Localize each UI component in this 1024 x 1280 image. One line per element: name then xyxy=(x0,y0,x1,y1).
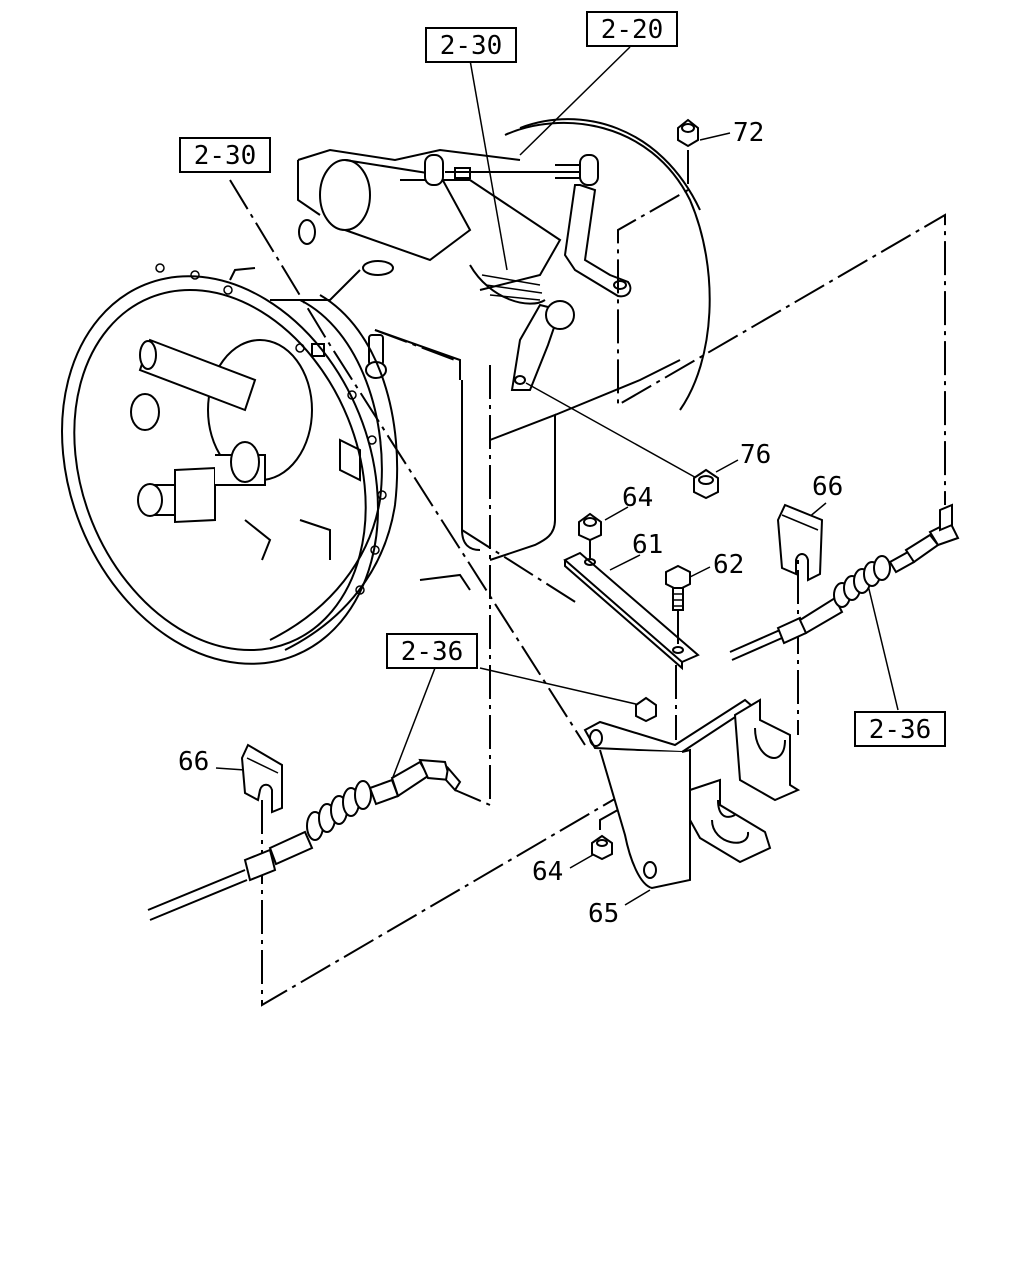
bracket-65 xyxy=(583,698,801,890)
leader-lines xyxy=(215,46,899,906)
svg-text:2-36: 2-36 xyxy=(869,715,932,745)
svg-text:2-30: 2-30 xyxy=(194,141,257,171)
ref-2-36-center: 2-36 xyxy=(386,633,478,669)
part-label-64-upper: 64 xyxy=(622,483,653,513)
clip-66-right xyxy=(776,503,824,582)
cable-right xyxy=(729,503,960,661)
svg-text:2-30: 2-30 xyxy=(440,31,503,61)
plate-61 xyxy=(563,551,700,671)
nut-72 xyxy=(677,118,699,148)
ref-2-20: 2-20 xyxy=(586,11,678,47)
nut-64-lower xyxy=(591,834,613,861)
nut-64-upper xyxy=(578,512,602,542)
part-label-64-lower: 64 xyxy=(532,857,563,887)
ref-2-30-top: 2-30 xyxy=(425,27,517,63)
bolt-62 xyxy=(665,564,691,611)
clutch-housing xyxy=(61,263,399,665)
part-label-76: 76 xyxy=(740,440,771,470)
svg-text:2-36: 2-36 xyxy=(401,637,464,667)
nut-76 xyxy=(693,468,719,500)
part-label-66-right: 66 xyxy=(812,472,843,502)
ref-2-36-right: 2-36 xyxy=(854,711,946,747)
part-label-62: 62 xyxy=(713,550,744,580)
clip-66-left xyxy=(240,743,283,814)
part-label-72: 72 xyxy=(733,118,764,148)
ref-2-30-left: 2-30 xyxy=(179,137,271,173)
cable-left xyxy=(147,758,462,921)
part-label-65: 65 xyxy=(588,899,619,929)
nut-2-36 xyxy=(635,696,657,723)
part-label-61: 61 xyxy=(632,530,663,560)
svg-text:2-20: 2-20 xyxy=(601,15,664,45)
part-label-66-left: 66 xyxy=(178,747,209,777)
